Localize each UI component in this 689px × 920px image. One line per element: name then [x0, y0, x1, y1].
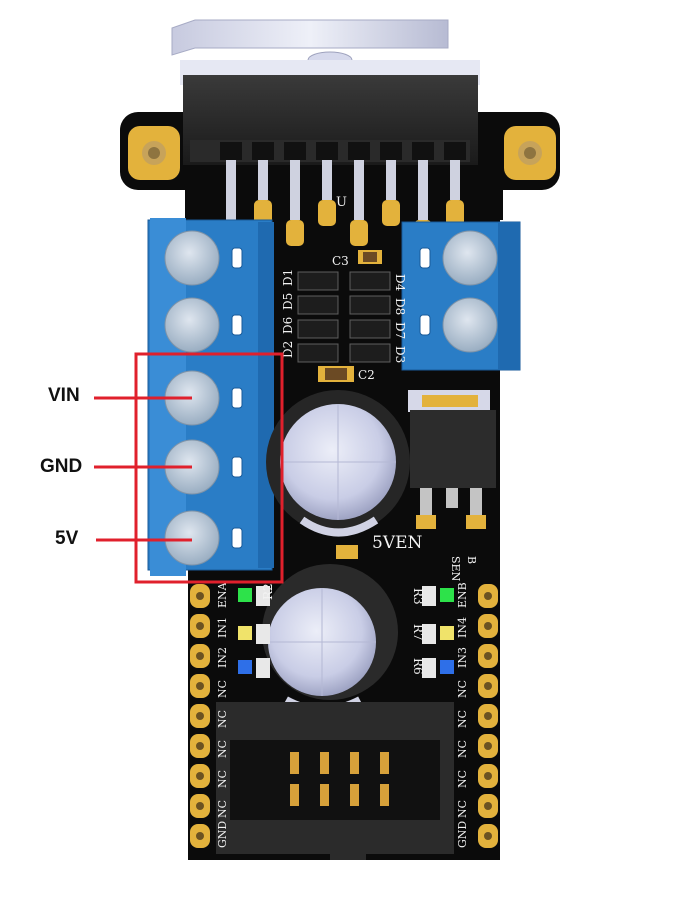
idc-connector [216, 702, 454, 860]
silk-diode-label: D5 [281, 293, 295, 310]
silk-pin-label: NC [216, 800, 229, 818]
capacitor-c3 [358, 250, 382, 264]
silk-diode-label: D1 [281, 269, 295, 286]
silk-pin-label: IN2 [216, 647, 229, 668]
mounting-hole-left [128, 126, 180, 180]
label-vin: VIN [48, 385, 80, 406]
silk-c3: C3 [332, 254, 349, 268]
capacitor-c2 [318, 366, 354, 382]
voltage-regulator [408, 390, 496, 529]
silk-pin-label: IN3 [456, 647, 469, 668]
silk-pin-label: NC [456, 680, 469, 698]
diode-array [297, 271, 391, 363]
silk-pin-label: ENA [216, 581, 229, 608]
screw-terminal [164, 230, 220, 286]
screw-terminal [442, 297, 498, 353]
silk-r3: R3 [411, 588, 425, 605]
silk-r7: R7 [411, 624, 425, 641]
terminal-block-left [147, 218, 274, 576]
silk-diode-label: D8 [393, 298, 407, 315]
screw-terminal [164, 510, 220, 566]
silk-diode-label: D3 [393, 346, 407, 363]
silk-u: U [336, 195, 347, 210]
silk-pin-label: NC [216, 740, 229, 758]
silk-pin-label: IN4 [456, 617, 469, 638]
5ven-pad [336, 545, 358, 559]
silk-diode-label: D7 [393, 322, 407, 339]
mounting-hole-right [504, 126, 556, 180]
screw-terminal [442, 230, 498, 286]
silk-diode-label: D4 [393, 274, 407, 292]
silk-5ven: 5VEN [372, 533, 423, 553]
silk-pin-label: NC [216, 680, 229, 698]
silk-c2: C2 [358, 368, 375, 382]
label-gnd: GND [40, 456, 83, 477]
silk-pin-label: NC [456, 740, 469, 758]
silk-r6: R6 [411, 658, 425, 675]
terminal-block-right [401, 221, 521, 371]
silk-diode-label: D6 [281, 317, 295, 334]
silk-pin-label: GND [456, 821, 469, 848]
silk-diode-label: D2 [281, 341, 295, 358]
silk-pin-label: NC [216, 710, 229, 728]
silk-r2: R2 [261, 583, 275, 600]
silk-pin-label: NC [456, 770, 469, 788]
silk-pin-label: IN1 [216, 617, 229, 638]
label-5v: 5V [55, 528, 79, 549]
silk-pin-label: NC [456, 800, 469, 818]
silk-pin-label: ENB [456, 582, 469, 608]
silk-pin-label: NC [216, 770, 229, 788]
electrolytic-capacitor-lower [262, 564, 398, 714]
header-pins-right [478, 584, 498, 848]
silk-b: B [465, 556, 478, 564]
electrolytic-capacitor-upper [266, 390, 410, 537]
silk-pin-label: NC [456, 710, 469, 728]
silk-sen: SEN [449, 556, 462, 582]
silk-pin-label: GND [216, 821, 229, 848]
screw-terminal [164, 297, 220, 353]
header-pins-left [190, 584, 210, 848]
leds-and-resistors [238, 586, 454, 678]
